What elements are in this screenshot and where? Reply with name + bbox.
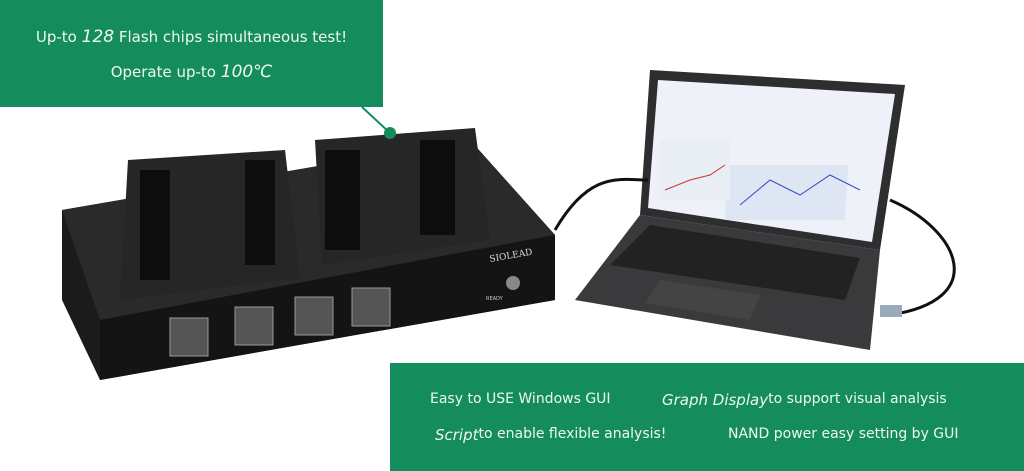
screen-chart-line: [664, 164, 726, 191]
emphasis: Script: [435, 426, 479, 444]
screen-graph-line: [739, 174, 861, 206]
cable: [553, 177, 649, 231]
callout-anchor-dot: [384, 127, 396, 139]
usb-connector: [880, 305, 902, 317]
callout-leader: [361, 106, 391, 134]
screen-chart-panel: [660, 140, 730, 200]
text: to support visual analysis: [768, 391, 947, 407]
power-button: [506, 276, 520, 290]
emphasis: 100℃: [220, 62, 273, 82]
laptop-keys: [610, 225, 860, 300]
emphasis: Graph Display: [662, 391, 769, 409]
feature-script: Script to enable flexible analysis!: [435, 426, 666, 444]
text: Operate up-to: [110, 63, 221, 81]
screen-graph-panel: [724, 165, 849, 220]
feature-chip-count: Up-to 128 Flash chips simultaneous test!: [0, 27, 383, 47]
text: Flash chips simultaneous test!: [114, 28, 348, 46]
ready-label: READY: [486, 296, 504, 302]
socket-columns: [140, 140, 455, 280]
feature-temperature: Operate up-to 100℃: [0, 62, 383, 82]
feature-graph: Graph Display to support visual analysis: [662, 391, 947, 409]
emphasis: 128: [81, 27, 115, 47]
cable: [889, 198, 956, 317]
text: Easy to USE Windows GUI: [430, 391, 611, 407]
text: to enable flexible analysis!: [478, 426, 667, 442]
top-callout: Up-to 128 Flash chips simultaneous test!…: [0, 0, 383, 107]
laptop-touchpad: [645, 280, 760, 320]
fan-icon: [169, 287, 391, 357]
text: NAND power easy setting by GUI: [728, 426, 959, 442]
bottom-callout: Easy to USE Windows GUI Graph Display to…: [390, 363, 1024, 471]
text: Up-to: [35, 28, 82, 46]
